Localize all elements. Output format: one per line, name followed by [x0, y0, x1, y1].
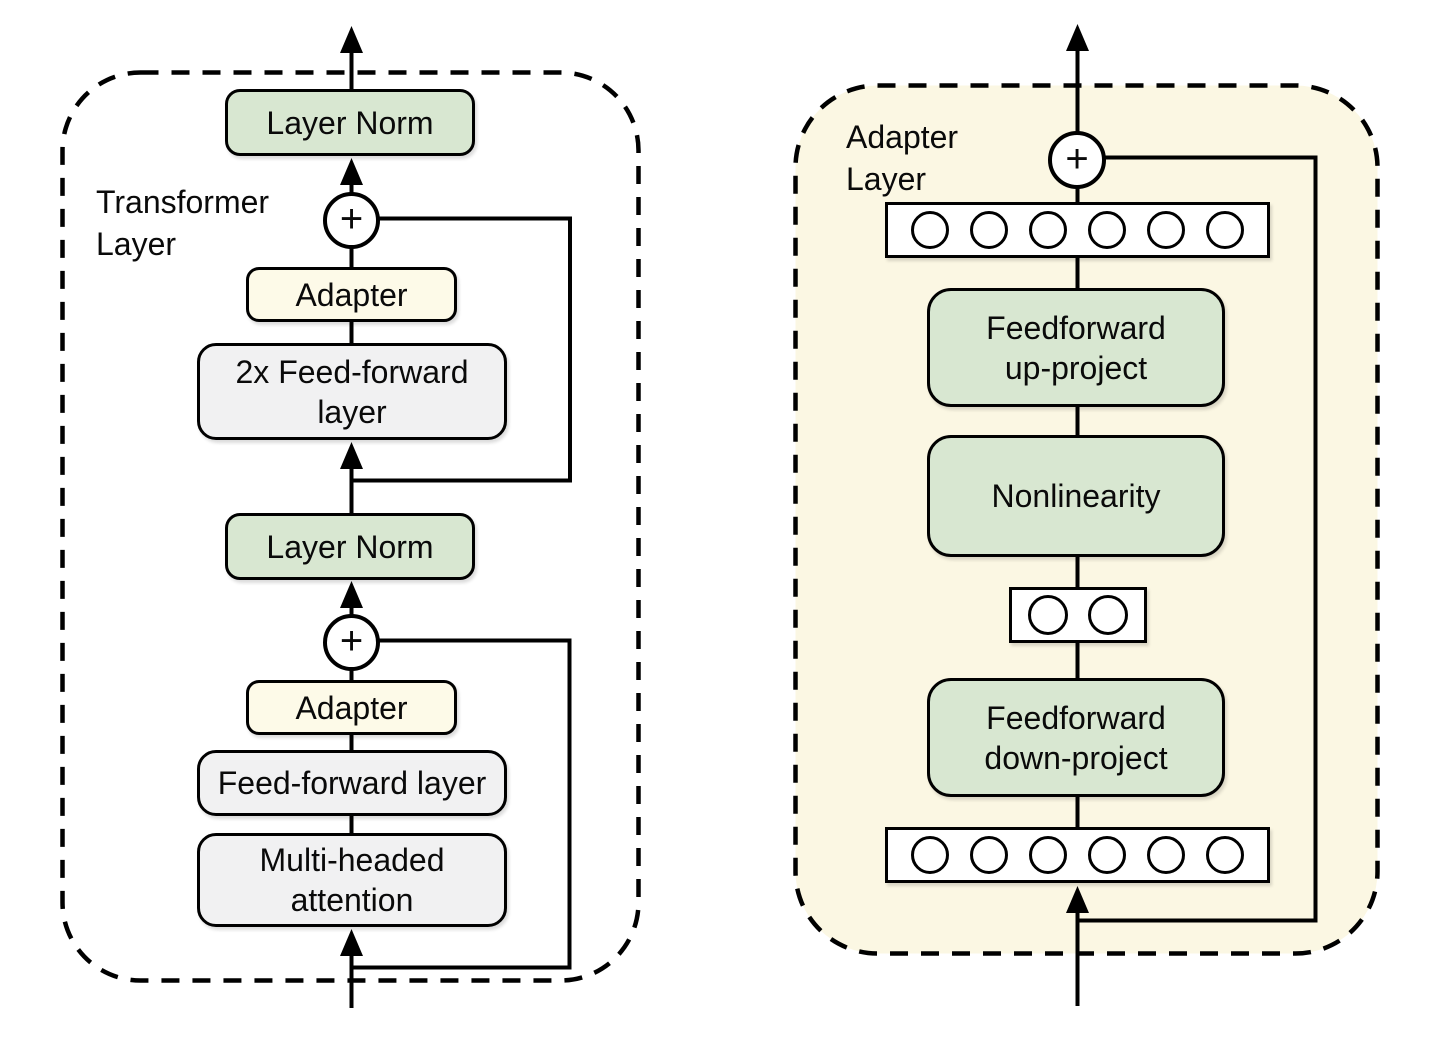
arrowhead-up-icon [1066, 886, 1089, 913]
layer-norm-mid-box: Layer Norm [225, 513, 475, 580]
feedforward-up-project-box: Feedforward up-project [927, 288, 1225, 407]
skip-connection-left-bottom [351, 638, 572, 970]
feature-circle [1028, 595, 1068, 635]
feature-row-bottom [885, 827, 1270, 883]
feature-circle [1088, 211, 1126, 249]
bottleneck-row [1009, 587, 1147, 643]
add-node: + [1048, 131, 1106, 189]
feature-circle [1029, 836, 1067, 874]
arrowhead-up-icon [340, 26, 363, 53]
skip-connection-left-top [351, 216, 572, 483]
feed-forward-box: Feed-forward layer [197, 750, 507, 816]
add-node-bottom: + [323, 614, 380, 671]
feature-circle [1147, 211, 1185, 249]
right-panel-wires [1066, 24, 1318, 1006]
nonlinearity-box: Nonlinearity [927, 435, 1225, 557]
arrowhead-up-icon [340, 442, 363, 469]
feature-circle [911, 836, 949, 874]
multi-headed-attention-box: Multi-headed attention [197, 833, 507, 927]
feature-circle [1206, 211, 1244, 249]
skip-connection-right [1077, 155, 1318, 923]
arrowhead-up-icon [340, 929, 363, 956]
adapter-top-box: Adapter [246, 267, 457, 322]
add-node-top: + [323, 192, 380, 249]
feature-circle [911, 211, 949, 249]
feature-circle [1147, 836, 1185, 874]
feed-forward-2x-box: 2x Feed-forward layer [197, 343, 507, 440]
transformer-panel-label: Transformer Layer [96, 184, 270, 262]
layer-norm-top-box: Layer Norm [225, 89, 475, 156]
feature-circle [1088, 595, 1128, 635]
feature-circle [970, 211, 1008, 249]
feature-circle [1029, 211, 1067, 249]
feature-circle [1206, 836, 1244, 874]
feature-circle [1088, 836, 1126, 874]
adapter-bottom-box: Adapter [246, 680, 457, 735]
arrowhead-up-icon [1066, 24, 1089, 51]
arrowhead-up-icon [340, 158, 363, 185]
left-panel-wires [340, 26, 572, 1008]
feature-row-top [885, 202, 1270, 258]
adapter-panel-label: Adapter Layer [846, 119, 959, 197]
feedforward-down-project-box: Feedforward down-project [927, 678, 1225, 797]
feature-circle [970, 836, 1008, 874]
arrowhead-up-icon [340, 581, 363, 608]
